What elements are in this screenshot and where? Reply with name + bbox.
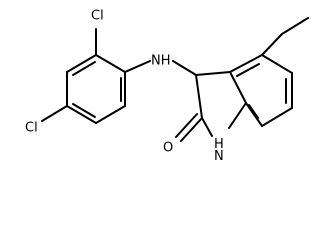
bond bbox=[261, 107, 293, 127]
amine-nh-label: NH bbox=[151, 54, 171, 69]
methyl-bond-tail bbox=[281, 17, 309, 35]
double-bond bbox=[72, 103, 96, 118]
carbonyl-bond bbox=[175, 113, 198, 138]
double-bond bbox=[248, 104, 259, 119]
double-bond bbox=[236, 63, 260, 77]
bond bbox=[245, 102, 263, 127]
chlorine-label: Cl bbox=[91, 9, 104, 24]
chlorine-label: Cl bbox=[25, 121, 38, 136]
bond bbox=[261, 54, 293, 74]
bond bbox=[95, 105, 126, 124]
methyl-bond bbox=[261, 33, 283, 56]
bond bbox=[228, 102, 247, 129]
bond bbox=[95, 54, 126, 73]
bond-cl-left bbox=[41, 105, 68, 122]
bond bbox=[229, 71, 247, 104]
bond bbox=[195, 71, 231, 76]
bond-n-c3 bbox=[172, 60, 197, 76]
bond bbox=[66, 54, 97, 73]
bond bbox=[66, 105, 97, 124]
carbonyl-bond bbox=[180, 117, 203, 142]
bond bbox=[201, 117, 213, 137]
indolinone-benzene-ring bbox=[229, 54, 293, 127]
oxygen-label: O bbox=[163, 141, 173, 156]
bond-aryl-n bbox=[124, 60, 151, 73]
bond bbox=[195, 74, 203, 119]
indolinone-five-ring bbox=[195, 71, 247, 137]
bond bbox=[229, 54, 263, 73]
double-bond bbox=[72, 61, 96, 76]
dichlorophenyl-ring bbox=[66, 54, 126, 124]
